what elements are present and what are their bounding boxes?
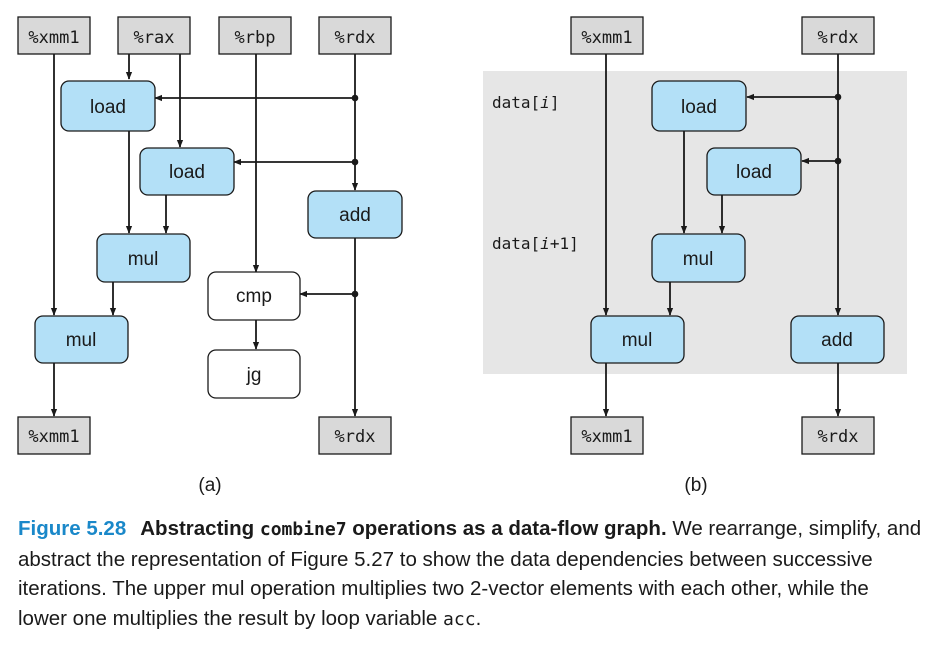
op-label: add — [339, 205, 371, 226]
register-box-xmm1-bottom-b — [570, 416, 644, 455]
op-mul2-a — [34, 315, 129, 364]
op-jg-a — [207, 349, 301, 399]
op-mul1-b — [651, 233, 746, 283]
register-box-rdx-top-b — [801, 16, 875, 55]
annotation-suffix: +1] — [550, 234, 579, 253]
op-add-b — [790, 315, 885, 364]
op-label: jg — [246, 365, 262, 386]
annotation-data-i: data[i] — [492, 93, 559, 112]
op-load2-b — [706, 147, 802, 196]
panel-b — [602, 54, 842, 417]
register-box-xmm1-top-b — [570, 16, 644, 55]
op-load2-a — [139, 147, 235, 196]
register-label: %rax — [134, 28, 175, 48]
op-cmp-a — [207, 271, 301, 321]
op-label: mul — [66, 330, 97, 351]
annotation-var: i — [540, 93, 550, 112]
annotation-prefix: data[ — [492, 93, 540, 112]
op-load1-b — [651, 80, 747, 132]
op-label: cmp — [236, 286, 272, 307]
junction-dot — [834, 157, 842, 165]
caption-body: We rearrange, simplify, and abstract the… — [18, 517, 922, 630]
register-box-rdx-top-a — [318, 16, 392, 55]
register-label: %rdx — [335, 28, 376, 48]
panel-b-label: (b) — [684, 475, 707, 496]
register-box-rbp-a — [218, 16, 292, 55]
op-label: mul — [622, 330, 653, 351]
junction-dot — [351, 158, 359, 166]
op-load1-a — [60, 80, 156, 132]
register-box-rax-a — [117, 16, 191, 55]
junction-dot — [834, 93, 842, 101]
register-label: %rbp — [235, 28, 276, 48]
caption-title-code: combine7 — [259, 519, 347, 540]
op-label: mul — [683, 249, 714, 270]
junction-dot — [351, 94, 359, 102]
register-box-rdx-bottom-a — [318, 416, 392, 455]
op-label: load — [90, 97, 126, 118]
panel-a-nodes: %xmm1 %rax %rbp %rdx load load add mul c… — [17, 16, 403, 455]
register-label: %xmm1 — [28, 28, 79, 48]
caption-title-part2: operations as a data-flow graph. — [352, 517, 667, 540]
annotation-prefix: data[ — [492, 234, 540, 253]
junction-dot — [351, 290, 359, 298]
panel-b-nodes: %xmm1 %rdx load load mul mul add %xmm1 %… — [570, 16, 885, 455]
register-box-xmm1-bottom-a — [17, 416, 91, 455]
op-label: add — [821, 330, 853, 351]
panel-a — [50, 54, 359, 417]
annotation-var: i — [540, 234, 550, 253]
figure-caption: Figure 5.28 Abstracting combine7 operatio… — [18, 514, 923, 634]
annotation-data-i-plus-1: data[i+1] — [492, 234, 579, 253]
panel-a-label: (a) — [198, 475, 221, 496]
op-label: mul — [128, 249, 159, 270]
register-label: %rdx — [818, 427, 859, 447]
register-label: %rdx — [335, 427, 376, 447]
register-label: %rdx — [818, 28, 859, 48]
op-mul1-a — [96, 233, 191, 283]
caption-end: . — [475, 606, 482, 630]
register-label: %xmm1 — [28, 427, 79, 447]
op-mul2-b — [590, 315, 685, 364]
register-label: %xmm1 — [581, 28, 632, 48]
op-label: load — [736, 162, 772, 183]
register-box-xmm1-top-a — [17, 16, 91, 55]
op-add-a — [307, 190, 403, 239]
annotation-suffix: ] — [550, 93, 560, 112]
register-box-rdx-bottom-b — [801, 416, 875, 455]
caption-title-part1: Abstracting — [140, 517, 255, 540]
op-label: load — [681, 97, 717, 118]
register-label: %xmm1 — [581, 427, 632, 447]
op-label: load — [169, 162, 205, 183]
caption-code-acc: acc — [443, 608, 476, 630]
figure-number: Figure 5.28 — [18, 517, 127, 540]
